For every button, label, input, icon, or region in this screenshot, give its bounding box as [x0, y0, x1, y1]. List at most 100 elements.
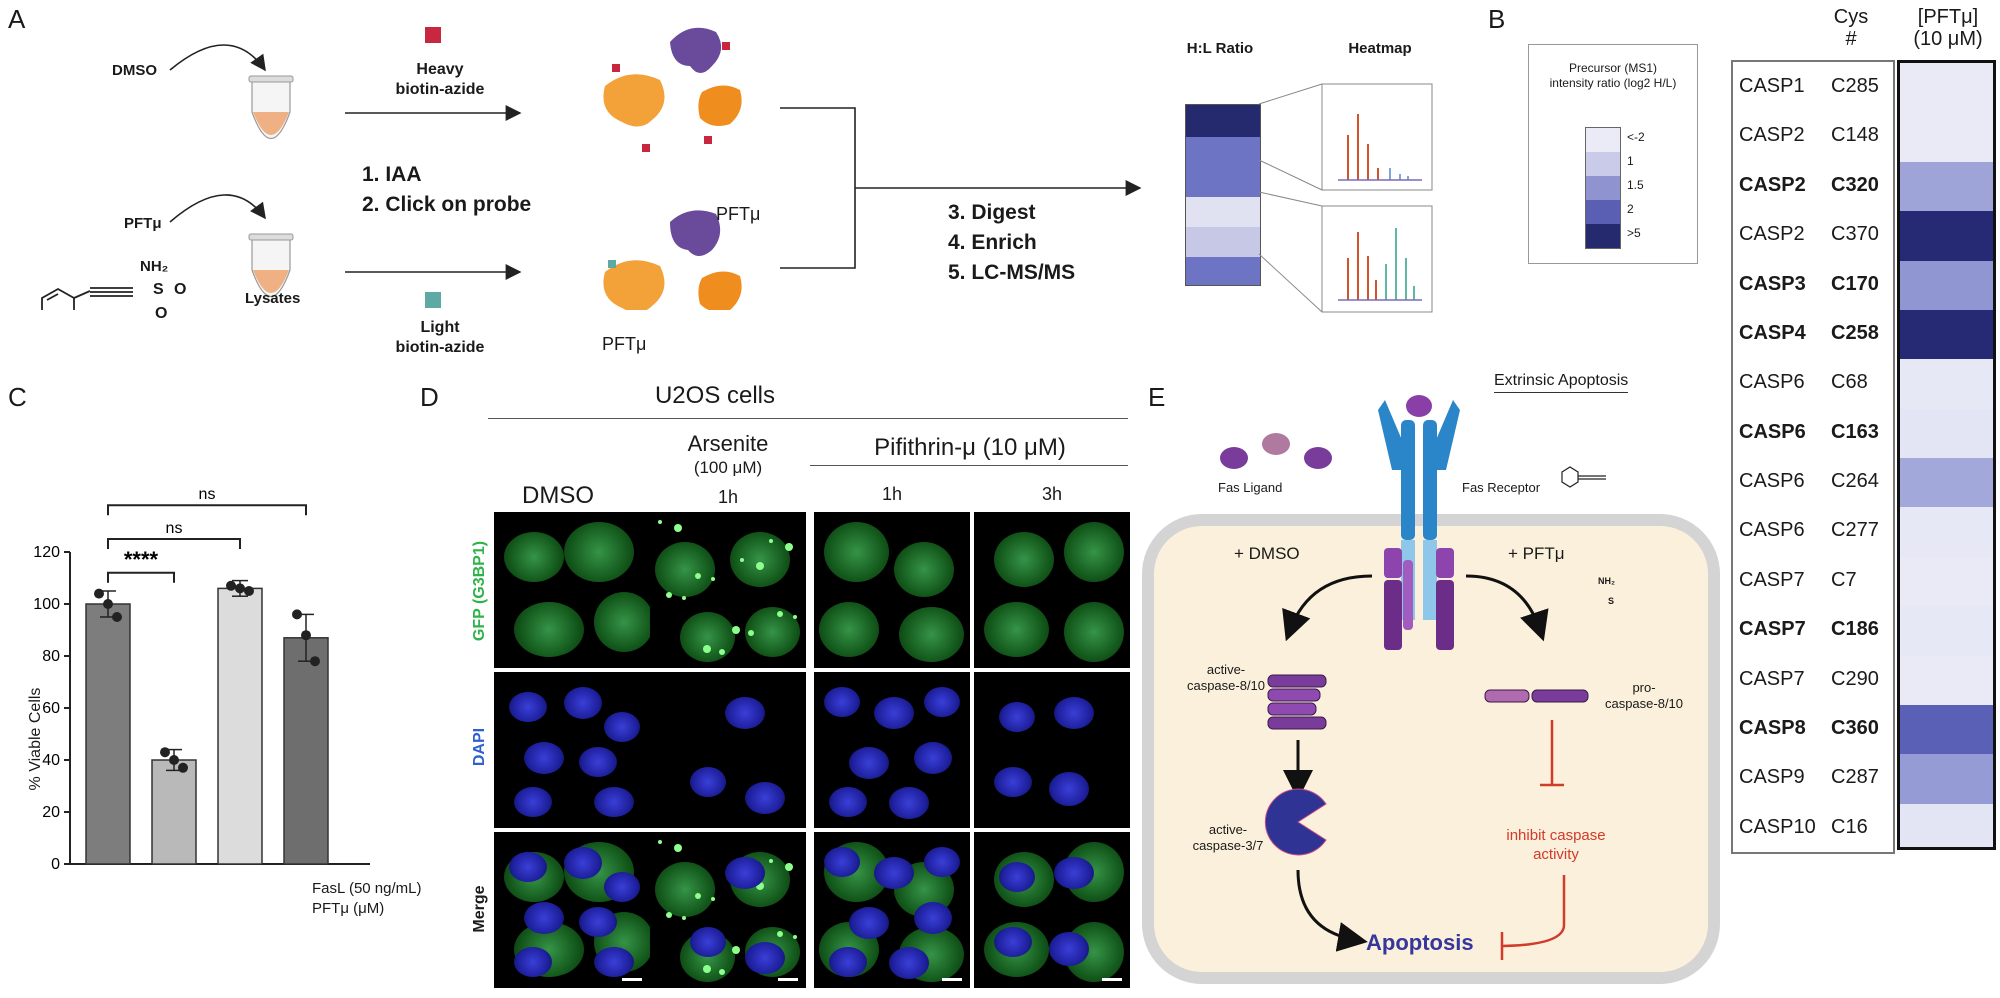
scale-bar	[1102, 978, 1122, 981]
nucleus	[914, 902, 952, 934]
nucleus	[829, 947, 867, 977]
legend-swatch	[1586, 152, 1620, 176]
pft-tag-top: PFTμ	[716, 204, 761, 224]
legend-value: 1.5	[1627, 178, 1644, 192]
nucleus	[999, 702, 1035, 732]
pft-time-3h: 3h	[1041, 484, 1063, 504]
nucleus	[824, 847, 860, 877]
nucleus	[849, 747, 889, 779]
stress-granule	[732, 626, 740, 634]
fasl-value: +	[236, 877, 245, 880]
protein-cell: CASP1	[1739, 75, 1805, 97]
data-point	[169, 755, 179, 765]
stress-granule	[777, 931, 783, 937]
apoptosis-label: Apoptosis	[1366, 930, 1474, 955]
legend-swatch	[1586, 176, 1620, 200]
fas-receptor-icon	[1378, 395, 1460, 650]
cysteine-cell: C16	[1831, 815, 1868, 838]
nucleus	[924, 687, 960, 717]
stress-granule	[719, 969, 725, 975]
gfp-micrograph	[650, 512, 806, 668]
nucleus	[889, 787, 929, 819]
legend-swatch	[1586, 200, 1620, 224]
stress-granule	[756, 562, 764, 570]
inhibit-line1: inhibit caspase	[1506, 827, 1606, 844]
nucleus	[874, 697, 914, 729]
stress-granule	[666, 912, 672, 918]
nucleus	[999, 862, 1035, 892]
nucleus	[564, 847, 602, 879]
nucleus	[509, 692, 547, 722]
nucleus	[509, 852, 547, 882]
legend-title-1: Precursor (MS1)	[1568, 61, 1657, 75]
y-tick-label: 40	[42, 752, 60, 769]
cysteine-cell: C360	[1831, 716, 1879, 739]
cell-cytoplasm	[655, 542, 715, 597]
stress-granule	[793, 935, 797, 939]
panel-d-label: D	[420, 382, 439, 412]
stress-granule	[711, 577, 715, 581]
caspase-3-7-icon	[1264, 788, 1327, 856]
y-tick-label: 120	[33, 544, 60, 561]
header-pft-2: (10 μM)	[1913, 28, 1983, 50]
y-tick-label: 60	[42, 700, 60, 717]
pft-structure-icon	[41, 287, 133, 310]
nucleus	[725, 857, 765, 889]
nucleus	[690, 767, 726, 797]
row-gfp-label: GFP (G3BP1)	[471, 540, 488, 642]
header-cys: Cys #	[1826, 6, 1876, 50]
heatmap-cell	[1900, 408, 1993, 459]
heatmap-cell	[1900, 359, 1993, 410]
step2: 2. Click on probe	[362, 193, 532, 216]
heatmap-cell	[1900, 458, 1993, 508]
heatmap-cell	[1900, 655, 1993, 706]
cell-cytoplasm	[1064, 602, 1124, 662]
stress-granule	[711, 897, 715, 901]
nucleus	[1054, 857, 1094, 889]
nucleus	[690, 927, 726, 957]
scale-bar	[942, 978, 962, 981]
nucleus	[594, 787, 634, 817]
y-tick-label: 20	[42, 804, 60, 821]
heatmap-cell	[1900, 112, 1993, 163]
stress-granule	[777, 611, 783, 617]
legend-swatches	[1585, 127, 1621, 249]
light-square-icon	[425, 292, 441, 308]
nucleus	[604, 712, 640, 742]
nucleus	[745, 942, 785, 974]
cell-cytoplasm	[745, 607, 800, 657]
stress-granule	[785, 543, 793, 551]
data-point	[226, 580, 236, 591]
stress-granule	[682, 916, 686, 920]
pro-c810-2: caspase-8/10	[1604, 696, 1684, 711]
cysteine-cell: C370	[1831, 223, 1879, 246]
data-point	[301, 630, 311, 641]
cell-cytoplasm	[514, 602, 584, 657]
header-cys-2: #	[1845, 28, 1857, 50]
row-dapi-label: DAPI	[471, 727, 488, 767]
heatmap-cell	[1900, 260, 1993, 311]
legend-swatch	[1586, 128, 1620, 152]
pft-curved-arrow	[169, 194, 266, 223]
arsenite-line2: (100 μM)	[693, 458, 763, 477]
dapi-micrograph	[650, 672, 806, 828]
heatmap-cell	[1900, 507, 1993, 558]
stress-granule	[793, 615, 797, 619]
cysteine-cell: C258	[1831, 321, 1879, 344]
pro-c810-label: pro- caspase-8/10	[1596, 680, 1692, 712]
hl-ratio-bar	[1185, 104, 1261, 286]
caspase-heatmap	[1897, 60, 1996, 850]
significance-label: ****	[124, 547, 159, 572]
protein-cell: CASP6	[1739, 470, 1805, 492]
data-point	[292, 609, 302, 620]
fas-ligand-oval-1	[1220, 447, 1248, 469]
merge-micrograph	[814, 832, 970, 988]
